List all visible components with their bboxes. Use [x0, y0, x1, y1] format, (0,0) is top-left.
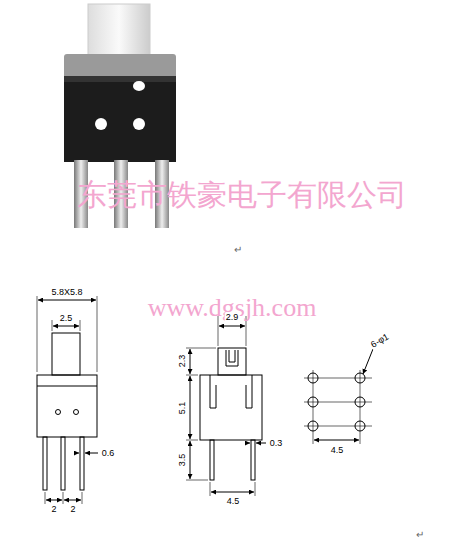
dimension: 2 — [50, 505, 57, 514]
hole-callout: 6-φ1 — [369, 332, 392, 350]
dimension: 4.5 — [330, 446, 345, 455]
dimension: 2 — [69, 505, 76, 514]
dimension: 5.8X5.8 — [50, 288, 83, 297]
dimension: 0.6 — [101, 449, 116, 458]
dimension: 2.5 — [59, 314, 74, 323]
dimension: 2.3 — [178, 354, 187, 369]
dimension: 3.5 — [178, 453, 187, 468]
dimension: 0.3 — [269, 439, 284, 448]
paragraph-mark: ↵ — [416, 530, 424, 540]
paragraph-mark: ↵ — [234, 245, 242, 255]
watermark: 东莞市铁豪电子有限公司 — [77, 180, 407, 210]
dimension: 2.9 — [225, 313, 240, 322]
dimension: 4.5 — [226, 497, 241, 506]
dimension: 5.1 — [178, 401, 187, 416]
